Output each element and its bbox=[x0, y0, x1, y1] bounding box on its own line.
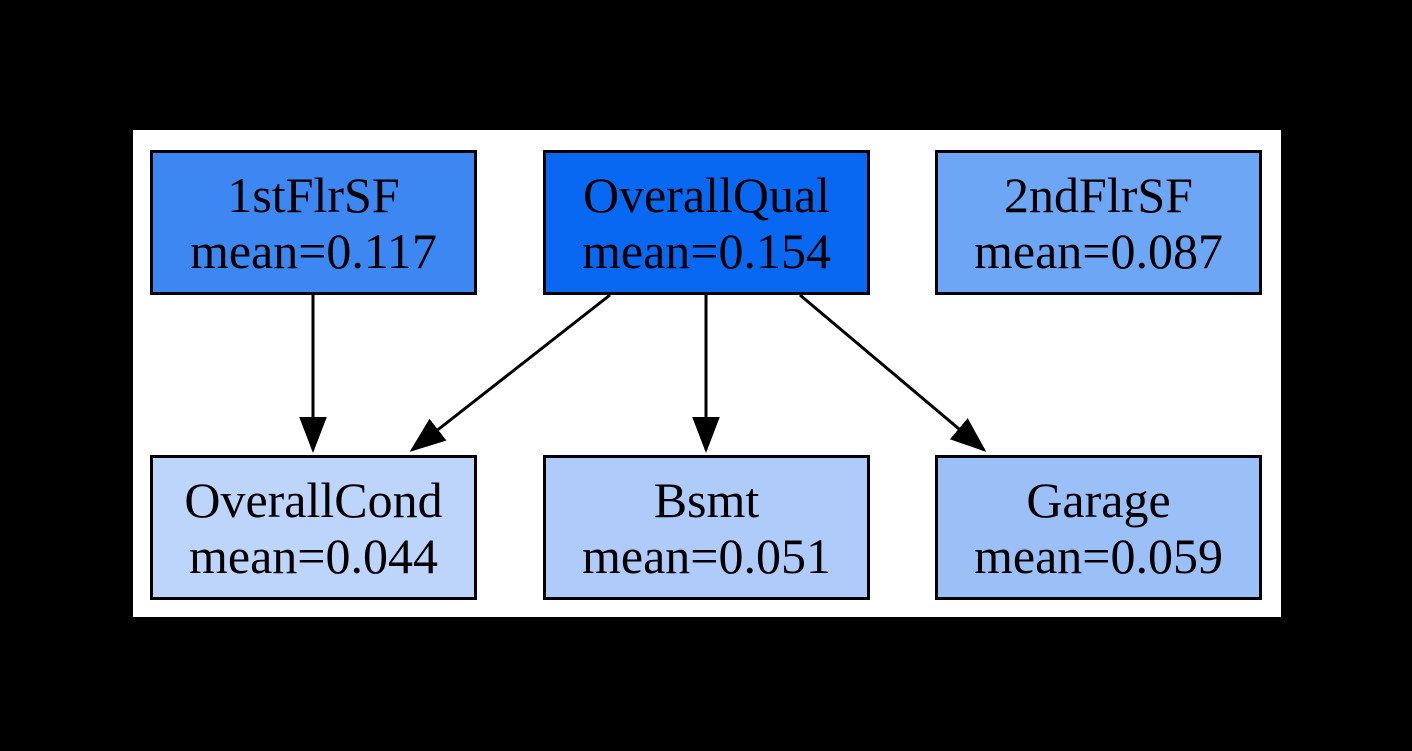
node-mean-value: mean=0.044 bbox=[189, 527, 438, 584]
node-2ndflrsf: 2ndFlrSF mean=0.087 bbox=[935, 150, 1262, 295]
node-mean-value: mean=0.087 bbox=[974, 222, 1223, 279]
node-1stflrsf: 1stFlrSF mean=0.117 bbox=[150, 150, 477, 295]
node-bsmt: Bsmt mean=0.051 bbox=[543, 455, 870, 600]
node-overallcond: OverallCond mean=0.044 bbox=[150, 455, 477, 600]
node-mean-value: mean=0.117 bbox=[189, 222, 438, 279]
node-mean-value: mean=0.059 bbox=[974, 527, 1223, 584]
node-label: OverallQual bbox=[582, 166, 831, 223]
node-label: 2ndFlrSF bbox=[1004, 166, 1193, 223]
node-overallqual: OverallQual mean=0.154 bbox=[543, 150, 870, 295]
node-mean-value: mean=0.154 bbox=[582, 222, 831, 279]
node-garage: Garage mean=0.059 bbox=[935, 455, 1262, 600]
node-label: OverallCond bbox=[184, 471, 443, 528]
node-label: 1stFlrSF bbox=[227, 166, 400, 223]
node-label: Garage bbox=[1026, 471, 1171, 528]
node-mean-value: mean=0.051 bbox=[582, 527, 831, 584]
node-label: Bsmt bbox=[653, 471, 760, 528]
